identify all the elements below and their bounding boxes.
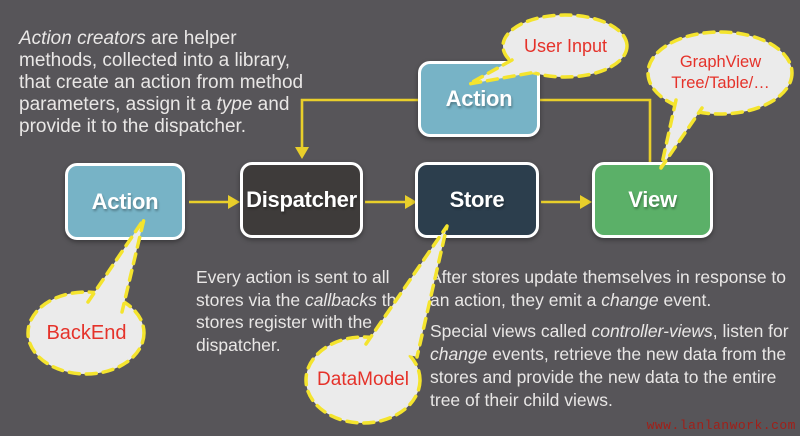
speech-bubble-tail-graphview [659, 98, 704, 170]
box-view: View [592, 162, 713, 238]
speech-bubble-tail-user-input [467, 58, 538, 86]
box-view-label: View [628, 187, 677, 212]
arrowhead-store-view-icon [580, 195, 592, 209]
every-action-paragraph: Every action is sent to all stores via t… [196, 266, 406, 356]
arrowhead-action-dispatcher-icon [228, 195, 240, 209]
text-line: that create an action from method [19, 72, 304, 93]
box-action-label: Action [91, 188, 159, 214]
text-line: After stores update themselves in respon… [430, 267, 787, 287]
speech-bubble-tail-backend [86, 217, 146, 314]
text-line: change events, retrieve the new data fro… [430, 344, 787, 364]
text-line: Every action is sent to all [196, 267, 390, 287]
text-line: dispatcher. [196, 334, 281, 355]
text-line: methods, collected into a library, [19, 50, 291, 71]
box-store: Store [415, 162, 539, 238]
box-action-top-label: Action [445, 86, 513, 111]
speech-bubble-datamodel [304, 335, 422, 425]
text-line: tree of their child views. [430, 390, 613, 410]
special-views-paragraph: Special views called controller-views, l… [430, 320, 789, 412]
speech-bubble-backend [26, 290, 146, 376]
speech-bubble-user-input [501, 13, 629, 79]
watermark: www.lanlanwork.com [646, 418, 796, 433]
speech-bubble-graphview [646, 30, 794, 116]
text-line: Special views called controller-views, l… [430, 321, 789, 341]
box-action: Action [65, 163, 185, 240]
speech-bubble-tail-datamodel [364, 224, 449, 359]
box-store-label: Store [449, 187, 505, 212]
text-line: provide it to the dispatcher. [19, 116, 247, 137]
text-line: parameters, assign it a type and [19, 94, 290, 115]
box-dispatcher-label: Dispatcher [246, 187, 357, 212]
text-line: stores via the callbacks the [196, 289, 407, 310]
intro-paragraph: Action creators are helper methods, coll… [19, 28, 303, 138]
text-line: stores and provide the new data to the e… [430, 367, 777, 387]
text-line: Action creators are helper [19, 28, 237, 49]
arrowhead-dispatcher-store-icon [405, 195, 417, 209]
box-dispatcher: Dispatcher [240, 162, 363, 238]
text-line: an action, they emit a change event. [430, 290, 712, 310]
after-stores-paragraph: After stores update themselves in respon… [430, 266, 786, 312]
arrowhead-into-dispatcher-icon [295, 147, 309, 159]
text-line: stores register with the [196, 312, 373, 332]
